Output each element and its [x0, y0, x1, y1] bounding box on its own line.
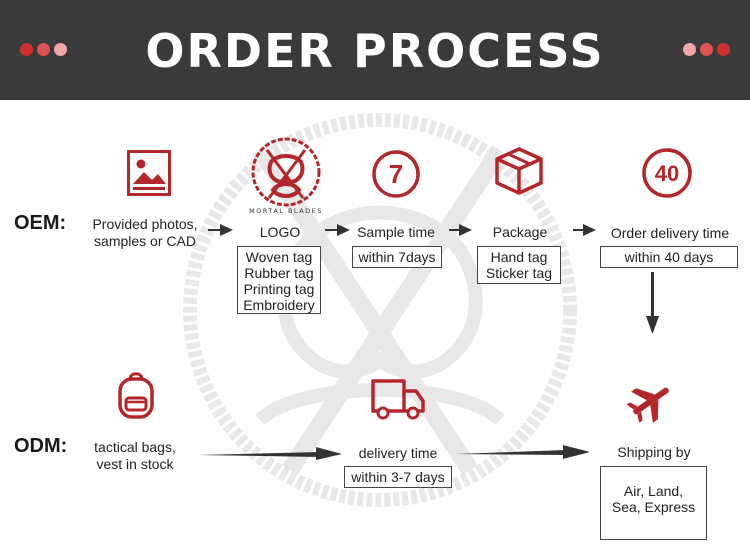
- order-delivery-label: Order delivery time: [610, 225, 730, 241]
- page-title: ORDER PROCESS: [145, 24, 605, 78]
- forty-days-text: 40: [655, 161, 679, 186]
- odm-step-stock-line1: tactical bags,: [94, 439, 176, 455]
- logo-option-embroidery: Embroidery: [243, 297, 315, 313]
- package-label: Package: [492, 224, 548, 240]
- shipping-label: Shipping by: [617, 444, 691, 460]
- odm-delivery-label: delivery time: [358, 445, 438, 461]
- sample-time-value: within 7days: [358, 249, 436, 265]
- logo-option-printing: Printing tag: [243, 281, 315, 297]
- sample-time-label: Sample time: [357, 224, 435, 240]
- oem-step-provided-line2: samples or CAD: [94, 233, 196, 249]
- decor-dots-left: [20, 43, 67, 56]
- odm-delivery-value: within 3-7 days: [351, 469, 445, 485]
- package-option-hand-tag: Hand tag: [490, 249, 548, 265]
- order-delivery-box: within 40 days: [600, 246, 738, 268]
- image-icon: [127, 150, 171, 196]
- oem-step-provided-line1: Provided photos,: [92, 216, 198, 232]
- sample-time-box: within 7days: [352, 246, 442, 268]
- decor-dots-right: [683, 43, 730, 56]
- shipping-methods-line1: Air, Land,: [623, 483, 684, 499]
- header-bar: ORDER PROCESS: [0, 0, 750, 100]
- odm-step-stock-label: tactical bags, vest in stock: [80, 439, 190, 473]
- package-box-icon: [495, 147, 543, 195]
- odm-row-label: ODM:: [14, 435, 68, 457]
- logo-option-rubber: Rubber tag: [244, 265, 314, 281]
- logo-option-woven: Woven tag: [245, 249, 313, 265]
- oem-row-label: OEM:: [14, 212, 67, 234]
- shipping-methods-box: Air, Land, Sea, Express: [600, 466, 707, 540]
- seven-days-icon: 7: [372, 150, 420, 198]
- shipping-methods-line2: Sea, Express: [611, 499, 696, 515]
- odm-step-stock-line2: vest in stock: [96, 456, 174, 472]
- brand-logo-text: MORTAL BLADES: [249, 207, 323, 215]
- seven-days-text: 7: [389, 159, 403, 189]
- oem-step-logo-label: LOGO: [259, 224, 301, 240]
- package-box: Hand tag Sticker tag: [477, 246, 561, 284]
- brand-logo: MORTAL BLADES: [249, 137, 323, 215]
- package-option-sticker-tag: Sticker tag: [485, 265, 553, 281]
- backpack-icon: [118, 372, 154, 419]
- oem-step-provided-label: Provided photos, samples or CAD: [80, 216, 210, 250]
- odm-delivery-box: within 3-7 days: [344, 466, 452, 488]
- airplane-icon: [626, 387, 669, 423]
- forty-days-icon: 40: [642, 148, 692, 198]
- delivery-truck-icon: [371, 379, 425, 420]
- logo-options-box: Woven tag Rubber tag Printing tag Embroi…: [237, 246, 321, 314]
- order-delivery-value: within 40 days: [624, 249, 714, 265]
